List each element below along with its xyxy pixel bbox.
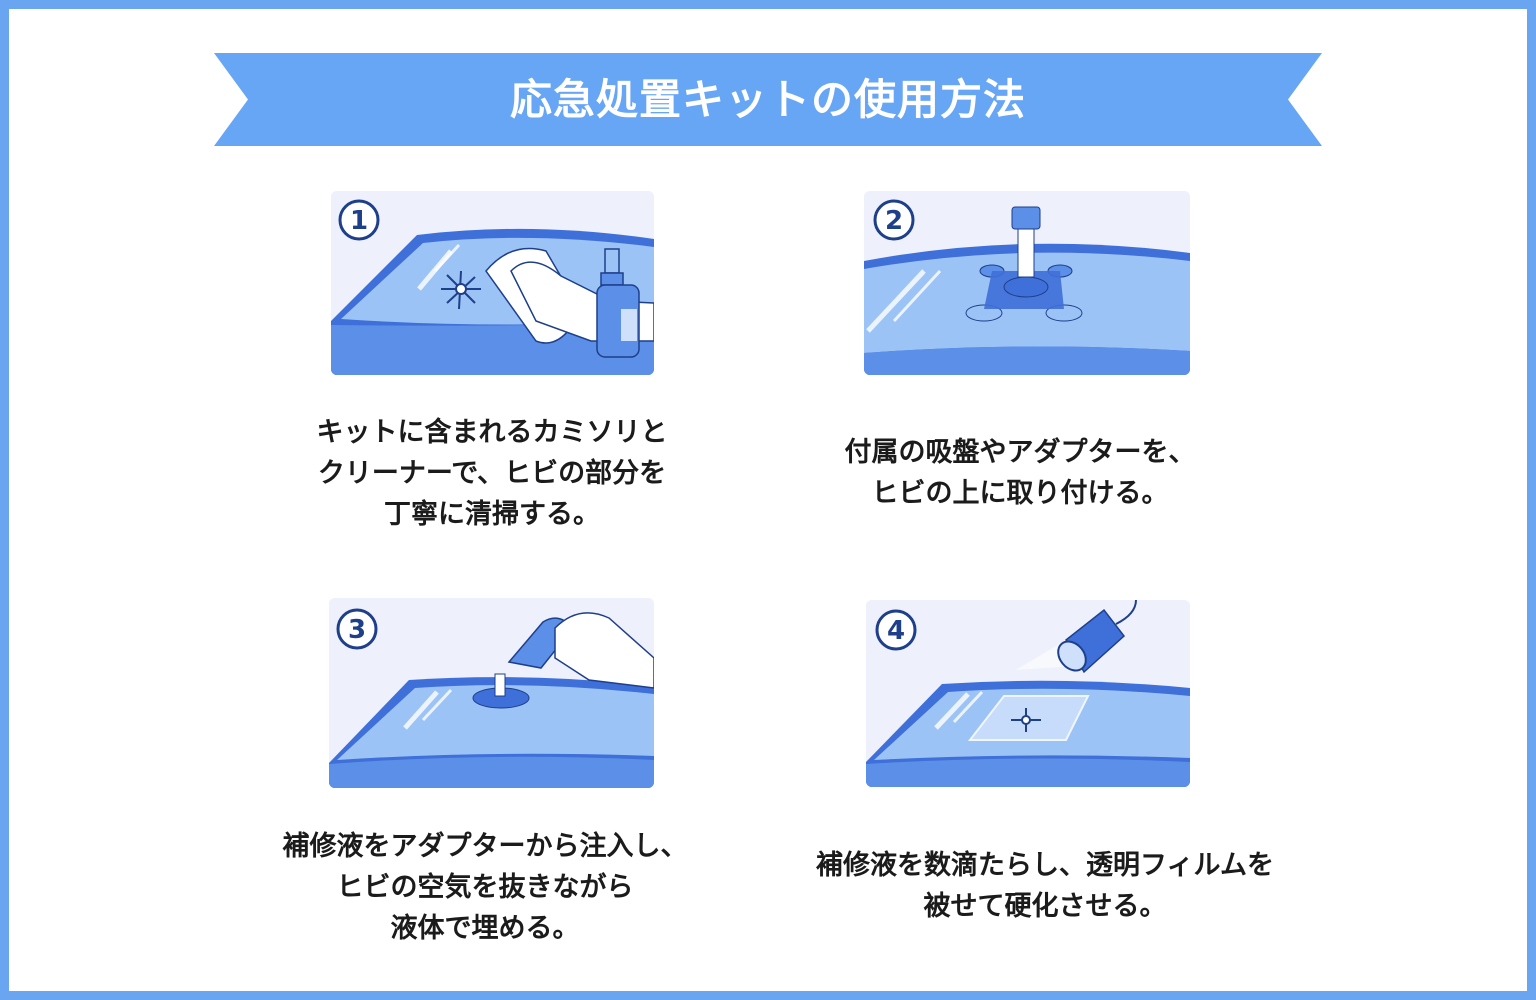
caption-line: キットに含まれるカミソリと	[316, 417, 668, 448]
caption-line: 丁寧に清掃する。	[384, 499, 600, 530]
adapter-icon	[472, 673, 530, 709]
step-3-caption: 補修液をアダプターから注入し、 ヒビの空気を抜きながら 液体で埋める。	[283, 826, 688, 949]
suction-adapter-icon	[965, 206, 1083, 322]
step-number-badge	[338, 199, 380, 241]
page-title: 応急処置キットの使用方法	[509, 75, 1026, 124]
step-4-illustration: 4	[866, 600, 1190, 787]
step-1-illustration: 1	[331, 191, 654, 375]
step-4-caption: 補修液を数滴たらし、透明フィルムを 被せて硬化させる。	[816, 845, 1274, 927]
title-banner: 応急処置キットの使用方法	[214, 53, 1322, 146]
step-1-caption: キットに含まれるカミソリと クリーナーで、ヒビの部分を 丁寧に清掃する。	[317, 412, 668, 535]
caption-line: 液体で埋める。	[390, 913, 580, 944]
crack-icon	[1011, 708, 1041, 732]
caption-line: 補修液を数滴たらし、透明フィルムを	[816, 850, 1274, 881]
step-number: 2	[885, 206, 903, 236]
step-2-illustration: 2	[864, 191, 1190, 375]
caption-line: 補修液をアダプターから注入し、	[282, 831, 688, 862]
step-2-caption: 付属の吸盤やアダプターを、 ヒビの上に取り付ける。	[845, 432, 1196, 514]
step-number: 1	[350, 206, 368, 236]
resin-bottle-hand-icon	[507, 612, 654, 689]
crack-icon	[441, 270, 481, 310]
caption-line: クリーナーで、ヒビの部分を	[317, 458, 667, 489]
step-3-illustration: 3	[329, 598, 654, 788]
step-number-badge	[336, 608, 378, 650]
step-number-badge	[875, 609, 917, 651]
spray-bottle-icon	[596, 248, 640, 358]
caption-line: 付属の吸盤やアダプターを、	[844, 437, 1196, 468]
ribbon-shape	[214, 53, 1322, 146]
caption-line: 被せて硬化させる。	[923, 891, 1167, 922]
step-number: 4	[887, 616, 905, 646]
caption-line: ヒビの空気を抜きながら	[336, 872, 634, 903]
caption-line: ヒビの上に取り付ける。	[871, 478, 1169, 509]
step-number: 3	[348, 615, 366, 645]
step-number-badge	[873, 199, 915, 241]
uv-flashlight-icon	[1057, 600, 1137, 674]
